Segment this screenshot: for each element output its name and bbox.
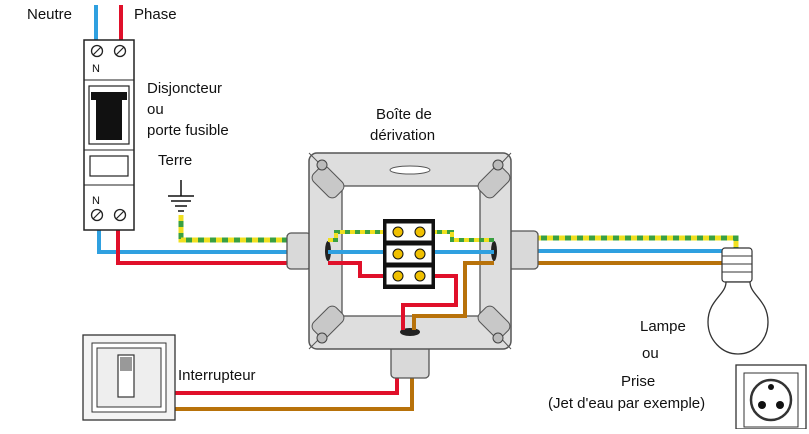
label-interrupteur: Interrupteur [178,367,256,384]
label-ou: ou [642,345,659,362]
breaker-bottom-n-label: N [92,195,100,207]
return-wire-switch [175,378,414,411]
earth-wire-lamp-stripe [535,235,739,250]
label-box-2: dérivation [370,127,435,144]
internal-return [412,261,494,330]
box-screw-bl [316,332,328,344]
label-breaker-1: Disjoncteur [147,80,222,97]
socket-hole-left [758,401,766,409]
label-box-1: Boîte de [376,106,432,123]
phase-wire-out [116,228,290,265]
breaker-indicator [89,155,129,177]
text-labels: Neutre Phase Disjoncteur ou porte fusibl… [27,6,705,412]
socket-outlet [735,364,807,430]
earth-wire [178,215,290,243]
box-top-slot [389,165,431,175]
junction-box [286,152,539,379]
internal-earth-stripe [328,230,385,242]
phase-wire-switch [175,378,399,395]
lamp [707,247,769,355]
label-breaker-3: porte fusible [147,122,229,139]
earth-symbol [168,180,194,212]
breaker-toggle[interactable] [91,92,127,100]
gland-right [507,230,539,270]
neutral-wire-out [97,228,290,254]
label-neutre: Neutre [27,6,72,23]
box-screw-tl [316,159,328,171]
label-lampe: Lampe [640,318,686,335]
label-prise: Prise [621,373,655,390]
label-breaker-2: ou [147,101,164,118]
wires [94,5,739,411]
socket-earth-pin [768,384,774,390]
internal-phase [328,261,385,278]
label-prise-note: (Jet d'eau par exemple) [548,395,705,412]
lamp-socket [721,247,753,283]
light-switch[interactable] [82,334,176,421]
box-screw-tr [492,159,504,171]
breaker-top-n-label: N [92,63,100,75]
label-phase: Phase [134,6,177,23]
gland-left [286,232,312,270]
internal-phase-switch [401,274,458,330]
socket-hole-right [776,401,784,409]
box-screw-br [492,332,504,344]
circuit-breaker: N N [83,39,135,231]
terminal-screw [392,226,404,238]
lamp-bulb [707,281,769,355]
internal-earth-right-stripe [432,230,494,242]
earth-wire-stripe [178,215,290,243]
label-terre: Terre [158,152,192,169]
